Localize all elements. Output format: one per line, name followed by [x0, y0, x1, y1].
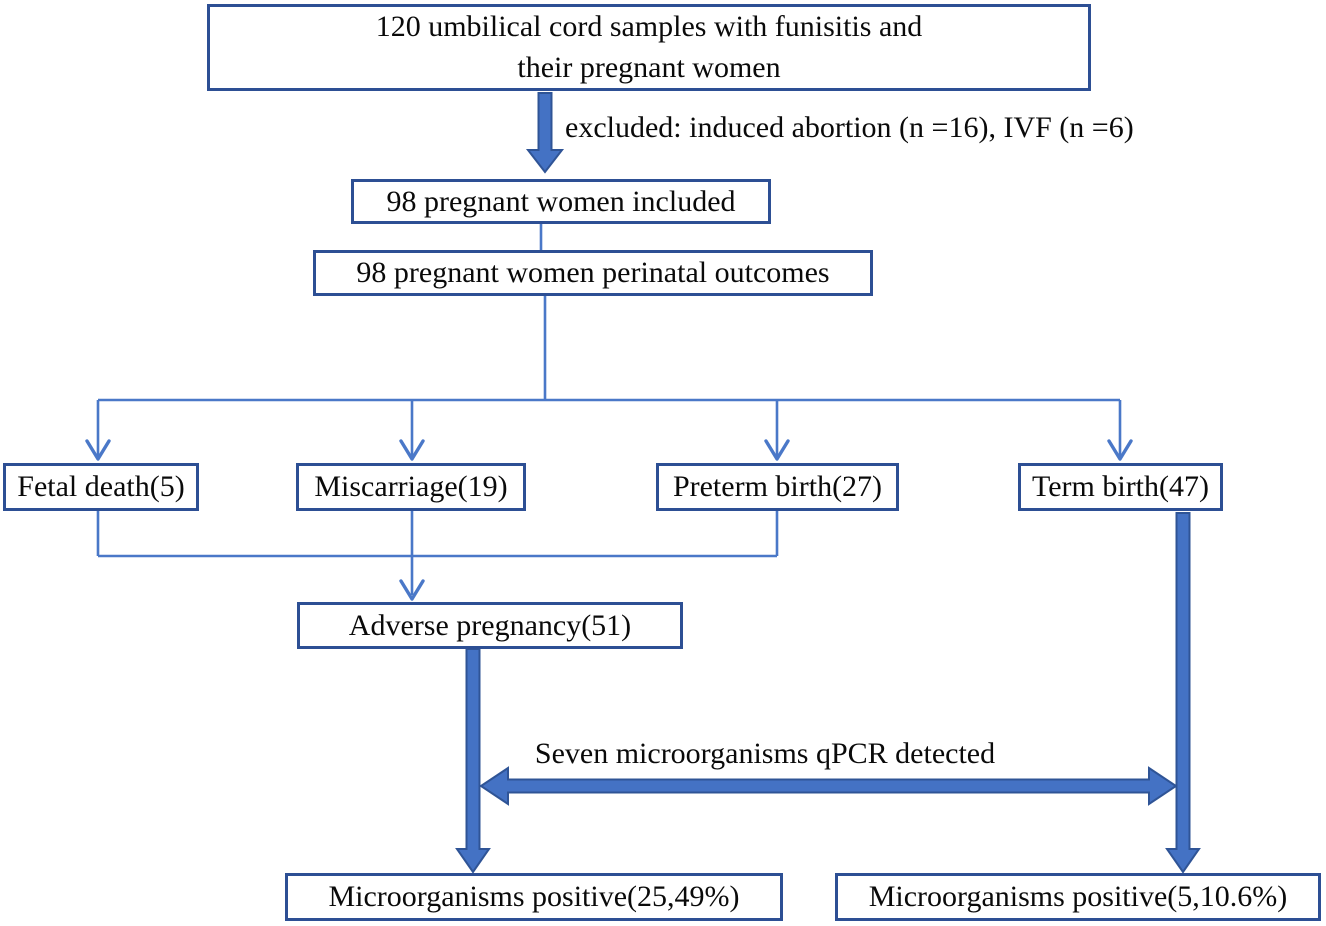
arrowhead-term-icon: [1107, 439, 1133, 461]
qpcr-note: Seven microorganisms qPCR detected: [534, 737, 996, 770]
node-preterm-label: Preterm birth(27): [672, 470, 883, 504]
block-arrow-excluded-icon: [525, 92, 565, 174]
node-included-box: 98 pregnant women included: [351, 179, 771, 224]
block-arrow-adverse-down-icon: [455, 648, 491, 874]
node-samples-box: 120 umbilical cord samples with funisiti…: [207, 4, 1091, 91]
node-samples-label: 120 umbilical cord samples with funisiti…: [375, 10, 923, 84]
arrowhead-fetal-death-icon: [85, 439, 111, 461]
excluded-note: excluded: induced abortion (n =16), IVF …: [565, 111, 1134, 144]
node-adverse-box: Adverse pregnancy(51): [297, 602, 683, 649]
node-micro-positive-right-box: Microorganisms positive(5,10.6%): [835, 873, 1321, 921]
node-adverse-label: Adverse pregnancy(51): [348, 608, 632, 642]
node-perinatal-label: 98 pregnant women perinatal outcomes: [356, 256, 830, 290]
node-fetal-death-box: Fetal death(5): [3, 463, 199, 511]
node-micro-positive-left-label: Microorganisms positive(25,49%): [328, 880, 740, 914]
node-included-label: 98 pregnant women included: [386, 184, 736, 218]
node-miscarriage-label: Miscarriage(19): [314, 470, 508, 504]
arrowhead-preterm-icon: [764, 439, 790, 461]
node-perinatal-box: 98 pregnant women perinatal outcomes: [313, 250, 873, 296]
node-micro-positive-left-box: Microorganisms positive(25,49%): [285, 873, 783, 921]
node-micro-positive-right-label: Microorganisms positive(5,10.6%): [868, 880, 1288, 914]
arrowhead-adverse-icon: [399, 579, 425, 601]
node-fetal-death-label: Fetal death(5): [17, 470, 185, 504]
block-arrow-term-down-icon: [1165, 512, 1201, 874]
node-miscarriage-box: Miscarriage(19): [296, 463, 526, 511]
node-term-label: Term birth(47): [1031, 470, 1209, 504]
arrowhead-miscarriage-icon: [399, 439, 425, 461]
node-term-box: Term birth(47): [1018, 463, 1223, 511]
node-preterm-box: Preterm birth(27): [656, 463, 899, 511]
block-double-arrow-qpcr-icon: [479, 766, 1178, 806]
